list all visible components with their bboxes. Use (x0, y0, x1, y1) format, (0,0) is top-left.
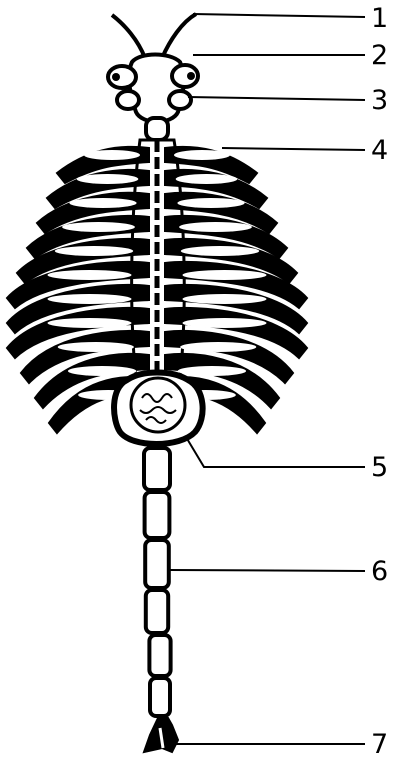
neck-segment (146, 118, 168, 140)
mouthpart-left (117, 91, 139, 109)
leg-highlight (48, 270, 132, 280)
leg-highlight (179, 222, 252, 232)
mouthpart-right (169, 91, 191, 109)
leader-3 (188, 97, 365, 100)
leader-5 (186, 437, 365, 467)
abdomen-segment (146, 590, 168, 633)
specimen-drawing (7, 14, 307, 752)
callout-labels: 1 2 3 4 5 6 7 (371, 3, 388, 760)
label-5: 5 (371, 452, 388, 483)
abdomen-segment (150, 678, 170, 716)
abdomen-segment (144, 448, 170, 490)
leg-highlight (181, 246, 259, 256)
antenna-right (162, 14, 196, 58)
label-3: 3 (371, 85, 388, 116)
label-4: 4 (371, 135, 388, 166)
leg-highlight (177, 198, 244, 208)
label-7: 7 (371, 729, 388, 760)
leg-highlight (69, 198, 136, 208)
eye-left-pupil (112, 73, 120, 81)
leader-1 (193, 14, 365, 17)
leg-highlight (183, 294, 267, 304)
label-6: 6 (371, 556, 388, 587)
leg-highlight (84, 150, 140, 160)
antenna-left (112, 15, 145, 58)
leg-highlight (48, 318, 132, 328)
eye-right-pupil (187, 72, 195, 80)
leader-4 (222, 148, 365, 150)
leg-highlight (180, 342, 256, 352)
leg-highlight (178, 366, 246, 376)
leg-highlight (77, 174, 139, 184)
leg-highlight (183, 318, 267, 328)
leg-highlight (58, 342, 134, 352)
egg-sac-inner (131, 378, 185, 432)
leg-highlight (48, 294, 132, 304)
leg-highlight (176, 174, 238, 184)
leg-highlight (62, 222, 135, 232)
leg-highlight (55, 246, 133, 256)
label-1: 1 (371, 3, 388, 34)
abdomen-segment (145, 540, 169, 588)
abdomen (144, 448, 171, 716)
abdomen-segment (145, 492, 170, 538)
abdomen-segment (149, 635, 170, 676)
label-2: 2 (371, 40, 388, 71)
leg-highlight (174, 150, 230, 160)
leader-6 (170, 570, 365, 571)
head (129, 55, 184, 122)
leg-highlight (183, 270, 267, 280)
leg-highlight (68, 366, 136, 376)
